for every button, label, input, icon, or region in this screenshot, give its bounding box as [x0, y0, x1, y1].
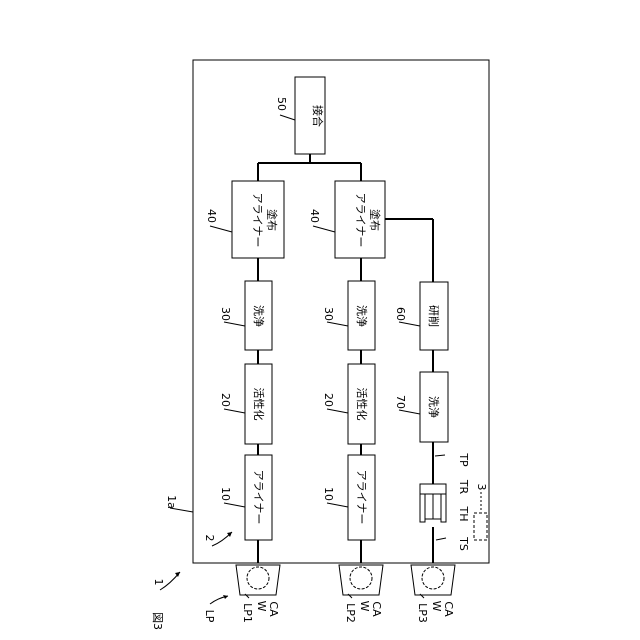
activation-label-1: 活性化 — [252, 388, 266, 421]
group-ref: 2 — [203, 535, 216, 542]
th-label: TH — [457, 506, 470, 522]
cleaning-label-1: 洗浄 — [252, 305, 266, 327]
lp1-w-label: W — [255, 601, 268, 612]
aligner-coat-label1-1: アライナー — [251, 193, 264, 248]
activation-ref-1: 20 — [219, 393, 232, 407]
aligner-label-2: アライナー — [355, 470, 368, 525]
lp3-w-label: W — [430, 601, 443, 612]
cleaning2-ref: 70 — [394, 395, 407, 409]
load-port-2 — [339, 565, 383, 595]
activation-label-2: 活性化 — [355, 388, 369, 421]
bonding-ref: 50 — [275, 97, 288, 111]
ts-label: TS — [457, 536, 470, 551]
figure-label: 図3 — [151, 612, 164, 630]
tp-label: TP — [457, 452, 470, 467]
cleaning-label-2: 洗浄 — [355, 305, 369, 327]
activation-ref-2: 20 — [322, 393, 335, 407]
ref-3: 3 — [475, 484, 488, 491]
bonding-label: 接合 — [311, 105, 325, 127]
aligner-coat-ref-1: 40 — [205, 209, 218, 223]
lp-ref: LP — [203, 610, 216, 623]
lp3-label: LP3 — [416, 603, 429, 623]
lp1-ca-label: CA — [267, 601, 280, 617]
lp2-w-label: W — [358, 601, 371, 612]
aligner-coat-label1-2: アライナー — [354, 193, 367, 248]
lp3-ca-label: CA — [442, 601, 455, 617]
grinding-ref: 60 — [394, 307, 407, 321]
aligner-label-1: アライナー — [252, 470, 265, 525]
frame-ref: 1a — [165, 495, 178, 509]
ref3-dashed-box — [474, 513, 487, 540]
lp2-label: LP2 — [344, 603, 357, 623]
aligner-coat-ref-2: 40 — [308, 209, 321, 223]
aligner-ref-2: 10 — [322, 487, 335, 501]
cleaning2-label: 洗浄 — [427, 396, 441, 418]
aligner-coat-label2-1: 塗布 — [265, 209, 279, 231]
load-port-1 — [236, 565, 280, 595]
cleaning-ref-1: 30 — [219, 307, 232, 321]
transfer-robot — [420, 484, 446, 522]
tr-label: TR — [457, 479, 470, 495]
aligner-coat-label2-2: 塗布 — [368, 209, 382, 231]
grinding-label: 研削 — [427, 305, 441, 327]
lp1-label: LP1 — [241, 603, 254, 623]
load-port-3 — [411, 565, 455, 595]
aligner-ref-1: 10 — [219, 487, 232, 501]
cleaning-ref-2: 30 — [322, 307, 335, 321]
system-ref: 1 — [152, 579, 165, 586]
lp2-ca-label: CA — [370, 601, 383, 617]
